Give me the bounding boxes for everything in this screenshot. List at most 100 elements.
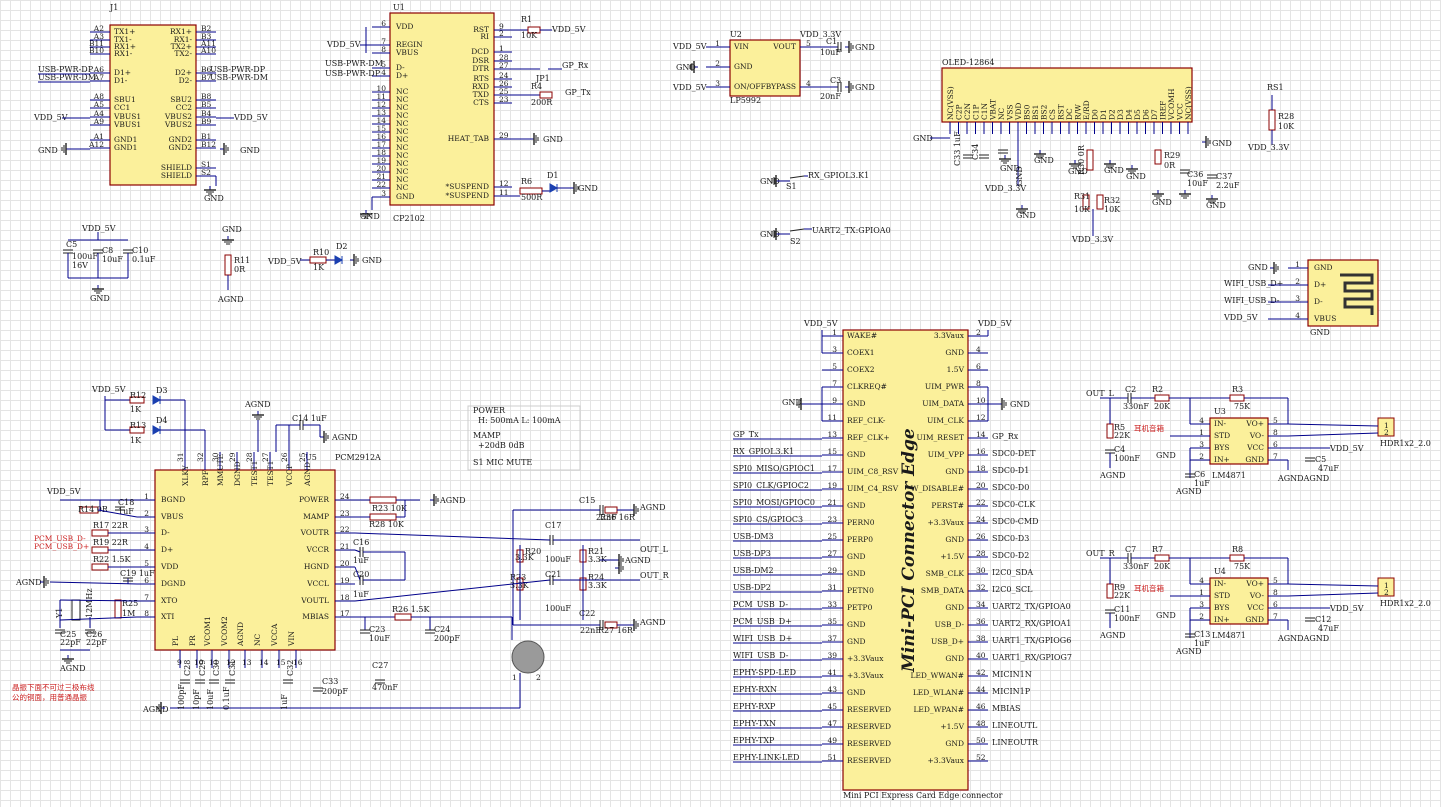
pin-name: VO+ [1245,579,1264,588]
pin-name: PETP0 [847,603,873,612]
r12-ref: R12 [130,391,146,400]
net-vdd5v: VDD_5V [233,113,268,122]
pin-number: B5 [201,100,212,109]
c10-val: 0.1uF [132,255,156,264]
pin-name: D2 [1108,109,1117,120]
net-label: WIFI_USB_D+ [733,634,792,643]
pin-number: 9 [832,396,837,405]
net-agnd: AGND [439,496,466,505]
pin-name: GND [1314,263,1333,272]
pin-name: DCD [471,47,489,56]
pin-name: 3.3Vaux [934,331,965,340]
pin-name: UIM_RESET [917,433,964,442]
net-label: UART1_TX/GPIOG6 [992,636,1071,645]
note-amp: 耳机音箱 [1134,423,1164,433]
r6-val: 500R [521,193,543,202]
net-label: UART1_RX/GPIOG7 [992,653,1072,662]
pin-number: 22 [376,180,386,189]
net-label: SDC0-D0 [992,483,1029,492]
res-ref: R2 [1152,385,1163,394]
pin-name: SHIELD [161,163,192,172]
net-pcm-dp: PCM_USB_D+ [34,542,89,551]
net-gnd: GND [240,146,260,155]
c-ref: C12 [1315,615,1331,624]
r23-label: R23 10K [372,504,408,513]
net-gnd: GND [1206,201,1226,210]
d2-ref: D2 [336,242,348,251]
oled-ref: OLED-12864 [942,58,994,67]
net-out-l: OUT_L [640,545,669,554]
pin-name: GND [945,535,964,544]
c8-val: 10uF [102,255,123,264]
c21-val: 100uF [545,604,571,613]
pin-name: GND [396,192,415,201]
r13-resistor [129,426,145,434]
u5-name: PCM2912A [335,453,381,462]
pin-name: RPF [201,470,210,486]
pin-number: 16 [293,658,303,667]
pin-name: RX1- [114,49,133,58]
u1-cp2102 [389,12,495,206]
pin-number: B7 [201,73,212,82]
c17-ref: C17 [545,521,561,530]
r4-resistor [539,91,553,99]
pin-name: GND [847,399,866,408]
pin-number: 18 [340,593,350,602]
hdr-label: HDR1x2_2.0 [1380,439,1431,448]
cb-val: 100nF [1114,454,1140,463]
r12-resistor [129,396,145,404]
pin-name: GND [847,552,866,561]
c17-val: 100uF [545,555,571,564]
c22-val: 22nF [580,626,601,635]
pin-name: VCOMH [1167,88,1176,121]
pin-number: 2 [536,673,541,682]
pin-name: D- [161,528,170,537]
pin-name: D2- [179,76,193,85]
net-label: SPI0_CLK/GPIOC2 [733,481,809,490]
pin-number: B9 [201,117,212,126]
pin-name: D4 [1125,109,1134,120]
pin-number: 21 [340,542,350,551]
pin-name: VCC [1246,603,1264,612]
net-gp-rx: GP_Rx [562,61,589,70]
pin-name: D7 [1150,109,1159,120]
pin-name: GND [1245,615,1264,624]
note-amp: 耳机音箱 [1134,583,1164,593]
r12-val: 1K [130,405,142,414]
net-label: GP_Rx [992,432,1019,441]
pin-number: 3 [381,189,386,198]
pin-name: VBUS1 [113,112,141,121]
r19-label: R19 22R [93,538,129,547]
pin-number: 5 [381,60,386,69]
note-crystal: 公的铜面，用普通晶振 [12,692,87,702]
pin-number: 2 [1295,277,1300,286]
pin-number: 30 [976,566,986,575]
pin-number: 21 [376,172,386,181]
c5-val: 100uF [72,252,98,261]
pin-number: 5 [1273,416,1278,425]
pin-number: 34 [976,600,986,609]
c-ref: C5 [1315,455,1326,464]
net-usb-dp: USB-PWR-DP [210,65,266,74]
pin-number: 4 [976,345,981,354]
c37-val: 2.2uF [1216,181,1240,190]
pin-name: WAKE# [847,331,877,340]
pin-name: SBU2 [170,95,192,104]
pin-number: 2 [715,59,720,68]
net-label: WIFI_USB_D- [1224,296,1280,305]
pin-number: B10 [89,46,104,55]
pin-name: VO+ [1245,419,1264,428]
pin-number: 30 [211,452,220,462]
pin-name: D+ [161,545,173,554]
pin-number: 8 [381,45,386,54]
pin-number: 8 [976,379,981,388]
pin-number: 51 [827,753,837,762]
pin-name: D+ [396,71,408,80]
pin-number: 22 [340,525,350,534]
r29-resistor [1154,149,1162,165]
pin-number: 26 [976,532,986,541]
pin-number: 7 [1273,452,1278,461]
pin-name: NC [396,127,409,136]
net-gnd: GND [38,146,58,155]
r28-label: R28 10K [369,520,405,529]
